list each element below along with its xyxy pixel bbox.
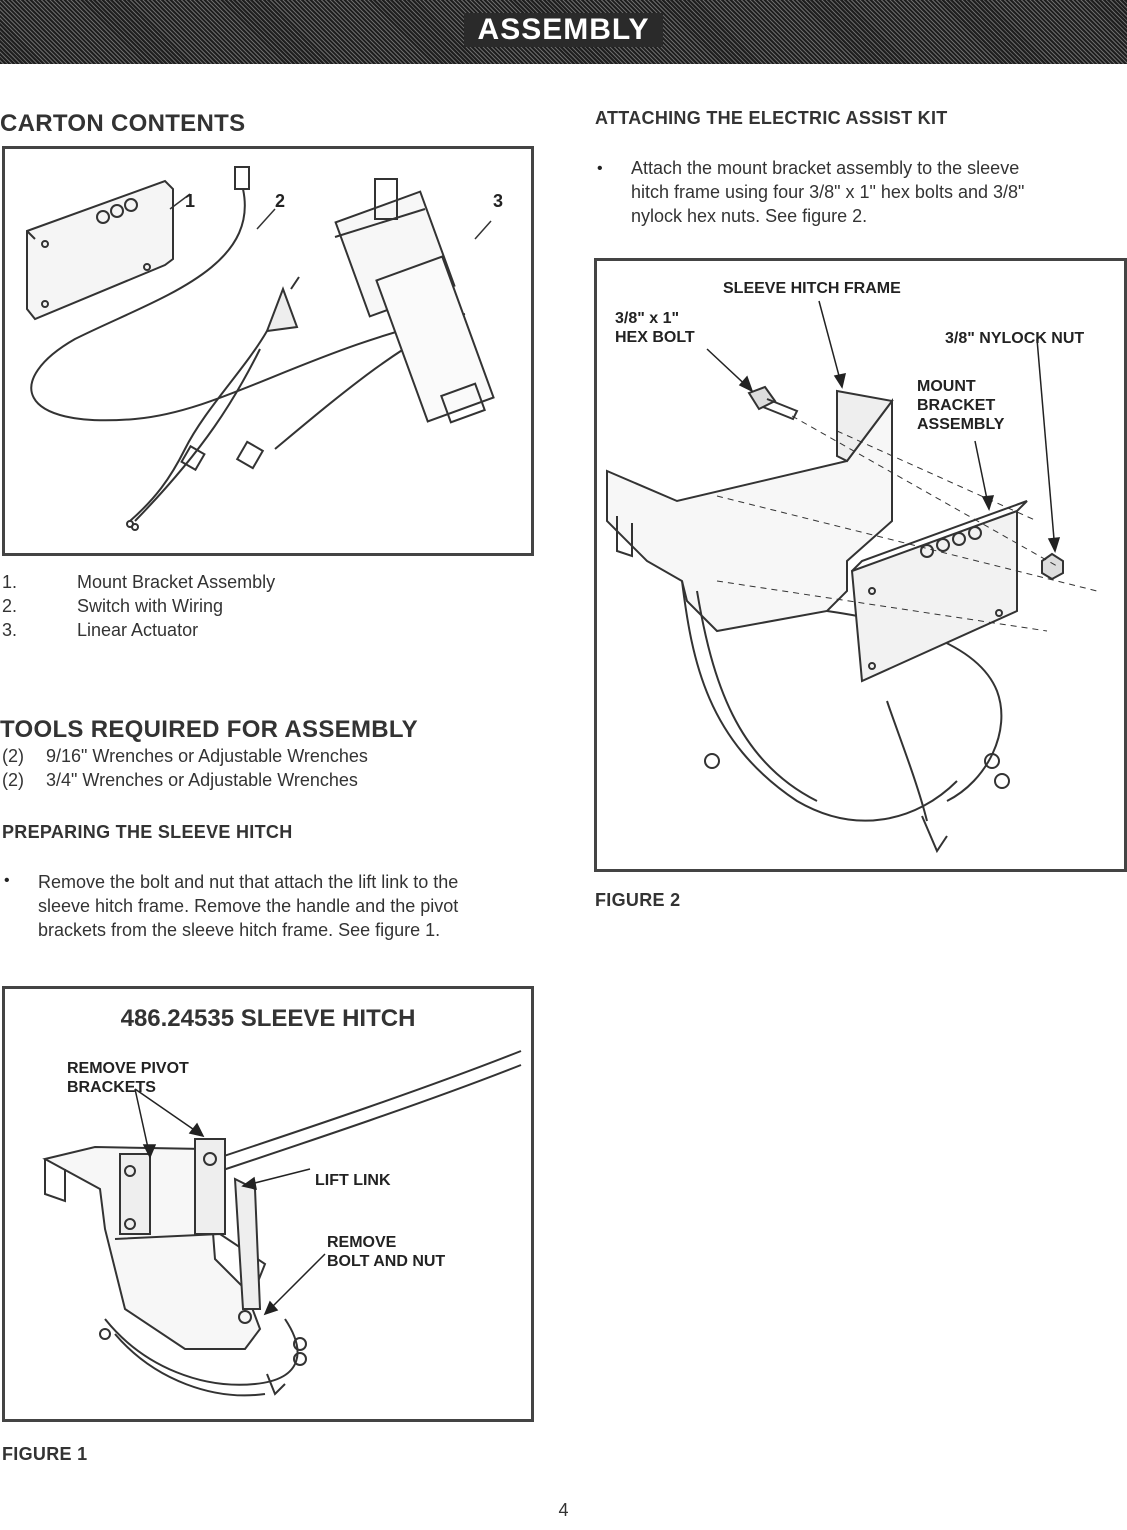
part-name: Linear Actuator: [77, 620, 199, 640]
figure-1-label-pivot: REMOVE PIVOT BRACKETS: [67, 1059, 189, 1097]
attaching-line: Attach the mount bracket assembly to the…: [631, 158, 1020, 178]
figure-1-caption: FIGURE 1: [2, 1444, 88, 1464]
figure-2-label-mount-bracket: MOUNT BRACKET ASSEMBLY: [917, 377, 1004, 434]
label-line: REMOVE: [327, 1234, 397, 1251]
figure-2-label-frame: SLEEVE HITCH FRAME: [723, 280, 901, 297]
parts-list: 1. Mount Bracket Assembly 2. Switch with W…: [2, 570, 275, 642]
part-name: Mount Bracket Assembly: [77, 572, 276, 592]
label-line: 3/8" x 1": [615, 310, 680, 327]
parts-list-item: 3. Linear Actuator: [2, 618, 275, 642]
figure-1-title: 486.24535 SLEEVE HITCH: [120, 1005, 416, 1032]
carton-label-1: 1: [185, 191, 195, 211]
carton-label-2: 2: [275, 191, 285, 211]
preparing-heading: PREPARING THE SLEEVE HITCH: [2, 822, 293, 842]
preparing-text: Remove the bolt and nut that attach the …: [38, 870, 458, 942]
attaching-text: Attach the mount bracket assembly to the…: [631, 156, 1024, 228]
carton-label-3: 3: [493, 191, 503, 211]
attaching-bullet: •: [597, 160, 603, 177]
page-number: 4: [558, 1500, 569, 1520]
page-title: ASSEMBLY: [463, 13, 664, 47]
tool-name: 3/4" Wrenches or Adjustable Wrenches: [46, 770, 358, 790]
part-number: 3.: [2, 620, 18, 640]
label-line: BRACKETS: [67, 1079, 156, 1096]
figure-2-illustration: [606, 300, 1098, 854]
tool-qty: (2): [2, 770, 24, 790]
figure-1: 486.24535 SLEEVE HITCH: [2, 986, 534, 1422]
attaching-line: nylock hex nuts. See figure 2.: [631, 206, 868, 226]
tools-list-item: (2) 3/4" Wrenches or Adjustable Wrenches: [2, 768, 368, 792]
tools-heading: TOOLS REQUIRED FOR ASSEMBLY: [0, 716, 418, 743]
figure-2-label-hex-bolt: 3/8" x 1" HEX BOLT: [615, 309, 695, 347]
part-number: 2.: [2, 596, 18, 616]
carton-contents-illustration: 1 2 3: [26, 166, 503, 531]
preparing-bullet: •: [4, 872, 10, 889]
attaching-heading: ATTACHING THE ELECTRIC ASSIST KIT: [595, 108, 948, 128]
figure-1-illustration: [42, 1050, 522, 1397]
tools-list: (2) 9/16" Wrenches or Adjustable Wrenches…: [2, 744, 368, 792]
attaching-line: hitch frame using four 3/8" x 1" hex bol…: [631, 182, 1025, 202]
figure-2-label-nylock-nut: 3/8" NYLOCK NUT: [945, 330, 1085, 347]
figure-2-caption: FIGURE 2: [595, 890, 681, 910]
parts-list-item: 1. Mount Bracket Assembly: [2, 570, 275, 594]
preparing-line: brackets from the sleeve hitch frame. Se…: [38, 920, 441, 940]
preparing-line: sleeve hitch frame. Remove the handle an…: [38, 896, 459, 916]
figure-1-label-lift-link: LIFT LINK: [315, 1172, 391, 1189]
tool-name: 9/16" Wrenches or Adjustable Wrenches: [46, 746, 368, 766]
preparing-line: Remove the bolt and nut that attach the …: [38, 872, 459, 892]
label-line: MOUNT: [917, 378, 976, 395]
label-line: BOLT AND NUT: [327, 1253, 446, 1270]
header-banner: ASSEMBLY: [0, 0, 1127, 64]
part-number: 1.: [2, 572, 18, 592]
carton-contents-figure: 1 2 3: [2, 146, 534, 556]
tool-qty: (2): [2, 746, 24, 766]
label-line: HEX BOLT: [615, 329, 695, 346]
tools-list-item: (2) 9/16" Wrenches or Adjustable Wrenches: [2, 744, 368, 768]
parts-list-item: 2. Switch with Wiring: [2, 594, 275, 618]
part-name: Switch with Wiring: [77, 596, 224, 616]
label-line: BRACKET: [917, 397, 996, 414]
figure-2: SLEEVE HITCH FRAME 3/8" x 1" HEX BOLT 3/…: [594, 258, 1127, 872]
carton-contents-heading: CARTON CONTENTS: [0, 110, 246, 137]
figure-1-label-remove-bolt: REMOVE BOLT AND NUT: [327, 1233, 445, 1271]
label-line: ASSEMBLY: [917, 416, 1005, 433]
label-line: REMOVE PIVOT: [67, 1060, 189, 1077]
